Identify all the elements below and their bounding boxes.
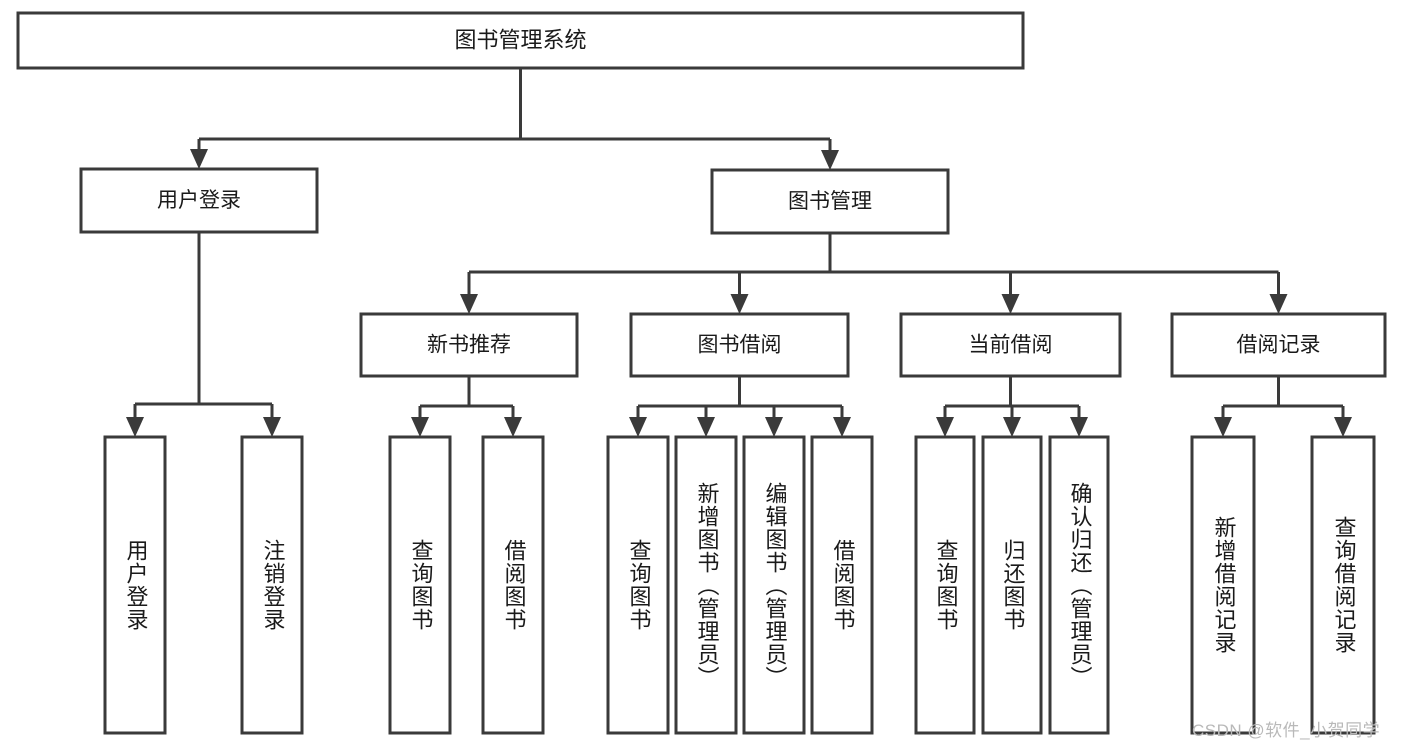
connector-layer (126, 68, 1352, 437)
node-box-leaf-logout[interactable] (240, 435, 304, 735)
node-label-book-management: 图书管理 (788, 190, 872, 213)
arrow-head-icon (730, 294, 749, 314)
node-box-current-borrow[interactable] (899, 312, 1122, 378)
arrow-head-icon (1001, 294, 1020, 314)
arrow-head-icon (765, 417, 783, 437)
node-label-borrow-record: 借阅记录 (1237, 334, 1321, 357)
arrow-head-icon (697, 417, 715, 437)
arrow-head-icon (833, 417, 851, 437)
node-box-leaf-query-book-current[interactable] (914, 435, 976, 735)
node-box-leaf-query-borrow-record[interactable] (1310, 435, 1376, 735)
node-box-leaf-query-book-rec[interactable] (388, 435, 452, 735)
node-label-current-borrow: 当前借阅 (969, 334, 1053, 357)
node-box-root[interactable] (16, 11, 1025, 70)
node-box-book-management[interactable] (710, 168, 950, 235)
node-label-book-borrow: 图书借阅 (698, 334, 782, 357)
node-label-user-login: 用户登录 (157, 189, 241, 212)
arrow-head-icon (1003, 417, 1021, 437)
arrow-head-icon (936, 417, 954, 437)
node-box-leaf-add-book-admin[interactable] (674, 435, 738, 735)
arrow-head-icon (504, 417, 522, 437)
arrow-head-icon (460, 294, 478, 314)
arrow-head-icon (411, 417, 429, 437)
arrow-head-icon (1269, 294, 1288, 314)
csdn-watermark: CSDN @软件_小贺同学 (1192, 721, 1381, 740)
node-box-leaf-return-book[interactable] (981, 435, 1043, 735)
node-box-book-borrow[interactable] (629, 312, 850, 378)
node-box-leaf-confirm-return-admin[interactable] (1048, 435, 1110, 735)
node-box-user-login[interactable] (79, 167, 319, 234)
node-box-borrow-record[interactable] (1170, 312, 1387, 378)
node-box-leaf-borrow-book[interactable] (810, 435, 874, 735)
arrow-head-icon (190, 149, 208, 169)
node-box-new-book-recommend[interactable] (359, 312, 579, 378)
arrow-head-icon (1070, 417, 1088, 437)
node-box-leaf-add-borrow-record[interactable] (1190, 435, 1256, 735)
arrow-head-icon (821, 150, 839, 170)
node-box-leaf-query-book-borrow[interactable] (606, 435, 670, 735)
arrow-head-icon (1214, 417, 1232, 437)
arrow-head-icon (263, 417, 281, 437)
arrow-head-icon (1334, 417, 1352, 437)
arrow-head-icon (629, 417, 647, 437)
node-box-leaf-user-login[interactable] (103, 435, 167, 735)
node-label-new-book-recommend: 新书推荐 (427, 334, 511, 357)
node-label-root: 图书管理系统 (454, 27, 586, 52)
node-box-layer (16, 11, 1387, 735)
arrow-head-icon (126, 417, 144, 437)
node-box-leaf-borrow-book-rec[interactable] (481, 435, 545, 735)
node-box-leaf-edit-book-admin[interactable] (742, 435, 806, 735)
